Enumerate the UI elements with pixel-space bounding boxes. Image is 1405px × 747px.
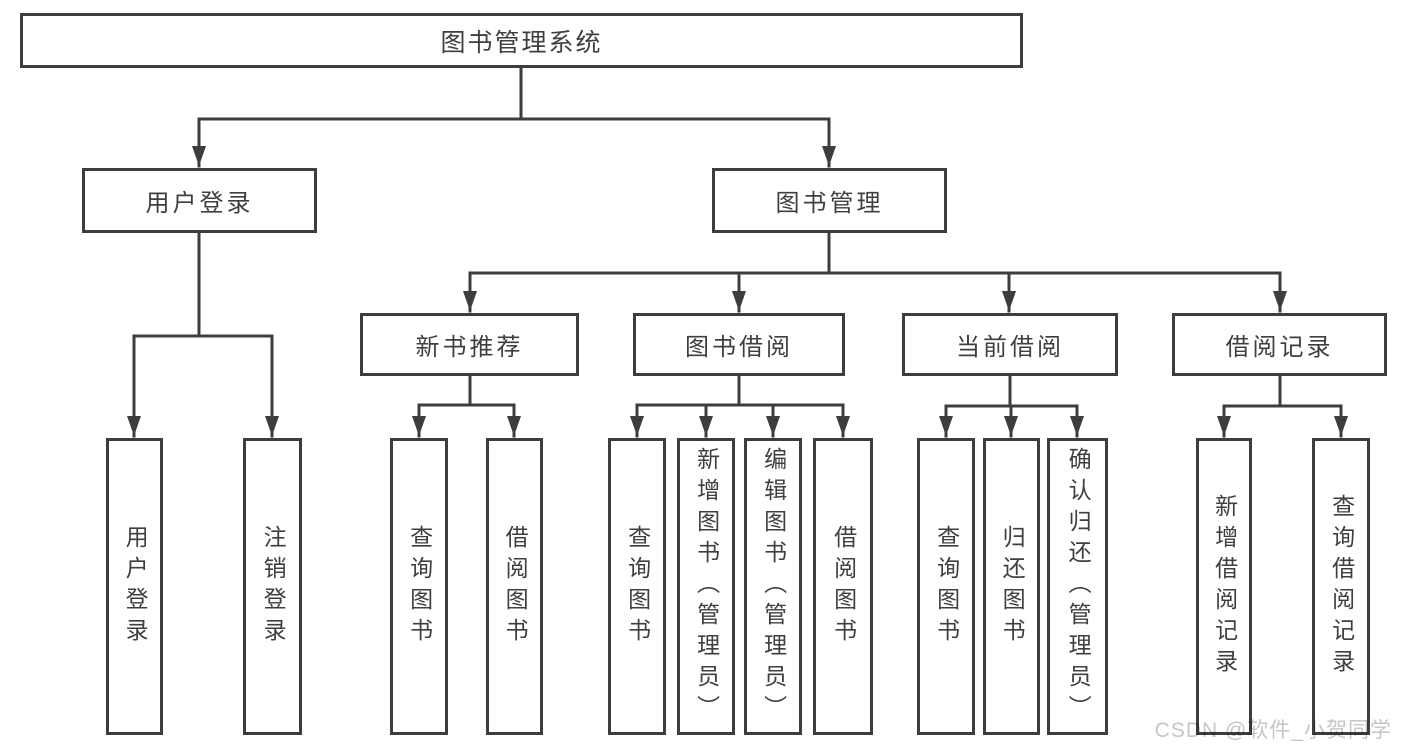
leaf-bb-query-books: 查询图书 — [608, 438, 666, 735]
leaf-bb-edit-books-admin: 编辑图书（管理员） — [744, 438, 802, 735]
leaf-logout: 注销登录 — [243, 438, 302, 735]
leaf-cb-query-books: 查询图书 — [917, 438, 975, 735]
leaf-bb-borrow-books: 借阅图书 — [813, 438, 873, 735]
leaf-nbr-borrow-books: 借阅图书 — [486, 438, 543, 735]
leaf-nbr-query-books: 查询图书 — [390, 438, 448, 735]
leaf-bb-edit-books-admin-label: 编辑图书（管理员） — [760, 447, 787, 726]
node-new-book-recommendation-label: 新书推荐 — [415, 334, 524, 361]
node-book-management-label: 图书管理 — [775, 190, 884, 217]
node-current-borrowing-label: 当前借阅 — [956, 334, 1064, 361]
leaf-br-query-borrow-record-label: 查询借阅记录 — [1328, 493, 1355, 680]
node-user-login-label: 用户登录 — [145, 190, 254, 217]
node-borrowing-records: 借阅记录 — [1172, 313, 1387, 376]
leaf-bb-borrow-books-label: 借阅图书 — [830, 524, 857, 649]
csdn-watermark: CSDN @软件_小贺同学 — [1154, 719, 1392, 742]
node-borrowing-records-label: 借阅记录 — [1225, 334, 1334, 361]
leaf-nbr-borrow-books-label: 借阅图书 — [502, 524, 529, 649]
leaf-user-login-label: 用户登录 — [122, 524, 149, 649]
node-new-book-recommendation: 新书推荐 — [360, 313, 579, 376]
leaf-cb-query-books-label: 查询图书 — [933, 524, 960, 649]
node-book-borrowing-label: 图书借阅 — [685, 334, 793, 361]
leaf-bb-add-books-admin-label: 新增图书（管理员） — [693, 447, 720, 726]
leaf-cb-confirm-return-admin: 确认归还（管理员） — [1047, 438, 1108, 735]
connector-segments — [127, 66, 1348, 438]
leaf-logout-label: 注销登录 — [260, 524, 287, 649]
leaf-cb-return-books-label: 归还图书 — [999, 524, 1026, 649]
leaf-user-login: 用户登录 — [106, 438, 163, 735]
leaf-cb-confirm-return-admin-label: 确认归还（管理员） — [1065, 447, 1092, 726]
leaf-bb-query-books-label: 查询图书 — [624, 524, 651, 649]
node-root-system-label: 图书管理系统 — [440, 28, 603, 57]
leaf-br-add-borrow-record: 新增借阅记录 — [1196, 438, 1252, 735]
node-current-borrowing: 当前借阅 — [902, 313, 1118, 376]
node-book-management: 图书管理 — [712, 168, 947, 233]
leaf-br-query-borrow-record: 查询借阅记录 — [1312, 438, 1370, 735]
leaf-br-add-borrow-record-label: 新增借阅记录 — [1211, 493, 1238, 680]
node-root-system: 图书管理系统 — [20, 13, 1023, 68]
node-book-borrowing: 图书借阅 — [633, 313, 845, 376]
leaf-nbr-query-books-label: 查询图书 — [406, 524, 433, 649]
node-user-login: 用户登录 — [82, 168, 317, 233]
leaf-bb-add-books-admin: 新增图书（管理员） — [677, 438, 735, 735]
leaf-cb-return-books: 归还图书 — [983, 438, 1040, 735]
